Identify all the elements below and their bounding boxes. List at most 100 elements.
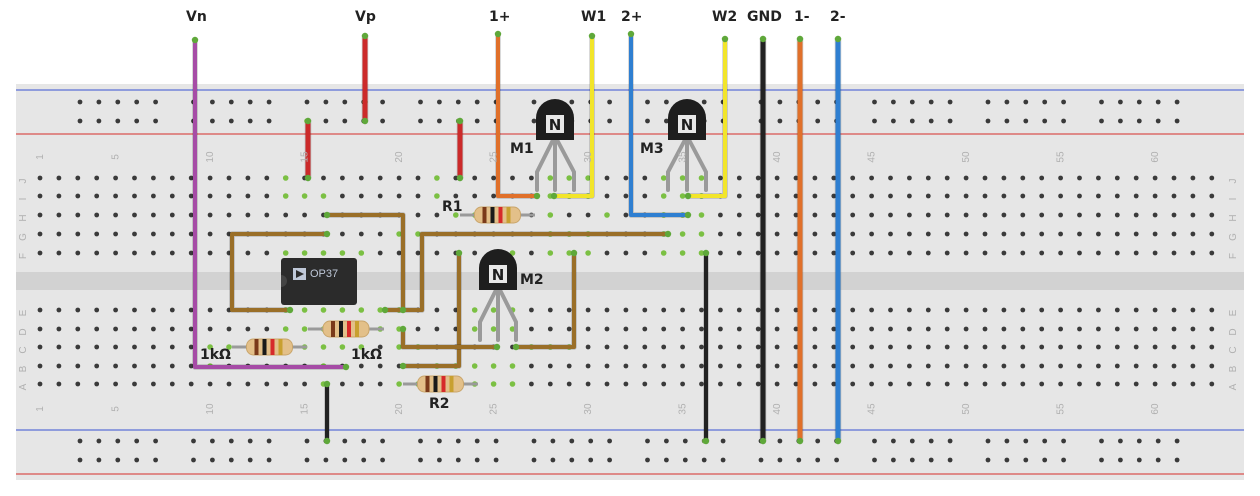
hole: [1133, 363, 1139, 369]
rail-hole: [815, 118, 821, 124]
column-number-top: 45: [867, 151, 878, 163]
connected-hole: [396, 381, 402, 387]
connected-hole: [320, 307, 327, 313]
hole: [982, 193, 988, 199]
rail-hole: [323, 118, 329, 124]
rail-hole: [1023, 99, 1029, 105]
hole: [207, 307, 213, 313]
hole: [264, 193, 270, 199]
hole: [377, 175, 383, 181]
hole: [907, 250, 912, 256]
hole: [377, 363, 383, 369]
rail-hole: [210, 118, 215, 124]
hole: [907, 381, 912, 387]
hole: [226, 326, 232, 332]
connected-hole: [301, 326, 308, 332]
hole: [982, 307, 988, 313]
wire-brown-mid-end: [664, 230, 672, 238]
rail-hole: [1042, 99, 1048, 105]
hole: [963, 193, 969, 199]
wire-brown-opamp-loop-end: [323, 230, 331, 238]
rail-hole: [153, 438, 159, 444]
hole: [944, 363, 950, 369]
rail-hole: [645, 99, 650, 105]
hole: [699, 307, 704, 313]
hole: [1096, 175, 1101, 181]
hole: [888, 193, 893, 199]
row-letter-left: D: [18, 328, 29, 335]
hole: [1114, 344, 1120, 350]
connected-hole: [509, 326, 516, 332]
hole: [358, 193, 364, 199]
hole: [1152, 381, 1158, 387]
wire-red-vp-end: [361, 117, 369, 125]
hole: [1171, 344, 1177, 350]
hole: [75, 326, 81, 332]
hole: [1114, 250, 1120, 256]
wire-blue-2minus-end: [834, 35, 842, 43]
hole: [1209, 193, 1215, 199]
hole: [1077, 326, 1082, 332]
connected-hole: [490, 307, 497, 313]
rail-hole: [682, 457, 688, 463]
hole: [377, 231, 383, 237]
column-number-bottom: 15: [300, 403, 311, 415]
hole: [529, 381, 534, 387]
hole: [907, 231, 912, 237]
rail-hole: [1136, 457, 1142, 463]
hole: [718, 250, 723, 256]
hole: [132, 363, 137, 369]
hole: [1114, 307, 1120, 313]
hole: [661, 326, 667, 332]
hole: [850, 231, 856, 237]
hole: [812, 363, 818, 369]
rail-hole: [1118, 457, 1123, 463]
hole: [1001, 344, 1007, 350]
rail-hole: [96, 457, 102, 463]
hole: [812, 326, 818, 332]
hole: [396, 175, 402, 181]
hole: [963, 250, 969, 256]
hole: [75, 363, 81, 369]
label-r2: R2: [429, 396, 450, 412]
connected-hole: [679, 231, 686, 237]
hole: [812, 231, 818, 237]
hole: [1209, 250, 1215, 256]
connected-hole: [547, 250, 554, 256]
hole: [982, 381, 988, 387]
hole: [623, 175, 629, 181]
hole: [831, 193, 837, 199]
connected-hole: [339, 344, 346, 350]
rail-hole: [153, 118, 159, 124]
row-letter-right: C: [1228, 346, 1239, 353]
transistor-m2-mark: N: [492, 266, 505, 284]
hole: [812, 250, 818, 256]
hole: [1114, 363, 1120, 369]
hole: [113, 175, 118, 181]
wire-brown-right-end: [570, 249, 578, 257]
hole: [585, 344, 591, 350]
connected-hole: [282, 193, 289, 199]
transistor-m3-mark: N: [681, 116, 694, 134]
hole: [850, 193, 856, 199]
row-letter-right: B: [1228, 365, 1239, 372]
hole: [529, 307, 534, 313]
connected-hole: [490, 363, 497, 369]
hole: [718, 307, 723, 313]
rail-hole: [380, 99, 385, 105]
row-letter-right: H: [1228, 214, 1239, 221]
chip-label: OP37: [310, 268, 339, 280]
hole: [94, 363, 100, 369]
connected-hole: [585, 250, 591, 256]
label-m2: M2: [520, 272, 544, 288]
hole: [169, 231, 175, 237]
hole: [1133, 231, 1139, 237]
hole: [925, 307, 931, 313]
rail-hole: [342, 457, 348, 463]
rail-hole: [228, 118, 234, 124]
hole: [963, 381, 969, 387]
rail-hole: [1174, 438, 1180, 444]
hole: [94, 307, 100, 313]
hole: [188, 193, 194, 199]
label-gnd: GND: [747, 9, 782, 25]
